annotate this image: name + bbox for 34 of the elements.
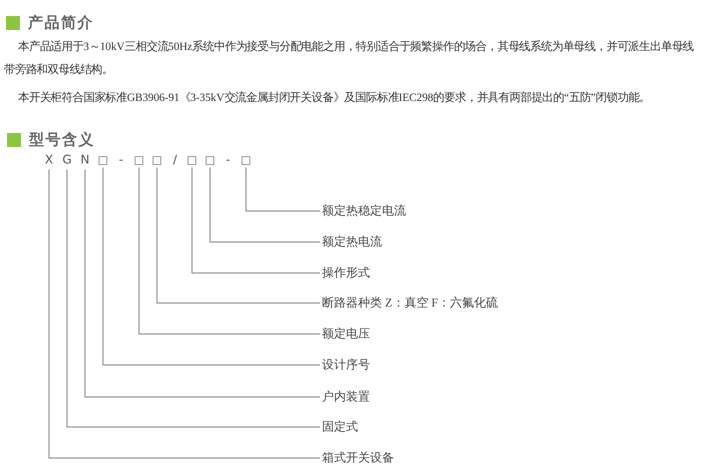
leader-line: [138, 168, 320, 335]
designation-label: 操作形式: [322, 266, 370, 280]
leader-line: [48, 170, 320, 459]
code-separator: -: [226, 154, 230, 166]
leader-line: [66, 170, 320, 428]
placeholder-field: □: [134, 156, 144, 164]
leader-line: [84, 170, 320, 398]
designation-label: 断路器种类 Z：真空 F：六氟化硫: [322, 296, 498, 310]
placeholder-field: □: [152, 156, 162, 164]
code-separator: -: [118, 154, 124, 166]
code-separator: /: [172, 154, 178, 166]
designation-label: 额定电压: [322, 326, 370, 342]
leader-line: [191, 168, 320, 274]
leader-line: [102, 168, 320, 366]
designation-label: 箱式开关设备: [322, 450, 394, 466]
placeholder-field: □: [98, 156, 108, 164]
placeholder-field: □: [240, 156, 252, 164]
designation-label: 固定式: [322, 420, 358, 434]
section-heading: 型号含义: [29, 132, 95, 148]
section-heading: 产品简介: [28, 14, 94, 32]
leader-line: [245, 168, 320, 212]
code-letter: G: [62, 154, 72, 166]
description-paragraph: 本开关柜符合国家标准GB3906-91《3-35kV交流金属封闭开关设备》及国际标准IEC298的要求，并具有两部提出的“五防”闭锁功能。: [17, 90, 652, 106]
placeholder-field: □: [186, 156, 198, 164]
code-letter: X: [44, 154, 54, 166]
leader-line: [209, 168, 320, 243]
leader-line: [156, 168, 320, 304]
designation-label: 设计序号: [322, 358, 370, 372]
designation-label: 额定热稳定电流: [322, 204, 406, 218]
description-paragraph: 本产品适用于3～10kV三相交流50Hz系统中作为接受与分配电能之用，特别适合于频繁操作的场合，其母线系统为单母线，并可派生出单母线带旁路和双母线结构。: [4, 39, 695, 78]
code-letter: N: [80, 154, 90, 166]
designation-label: 额定热电流: [322, 234, 382, 250]
placeholder-field: □: [204, 156, 216, 164]
designation-label: 户内装置: [322, 390, 370, 404]
